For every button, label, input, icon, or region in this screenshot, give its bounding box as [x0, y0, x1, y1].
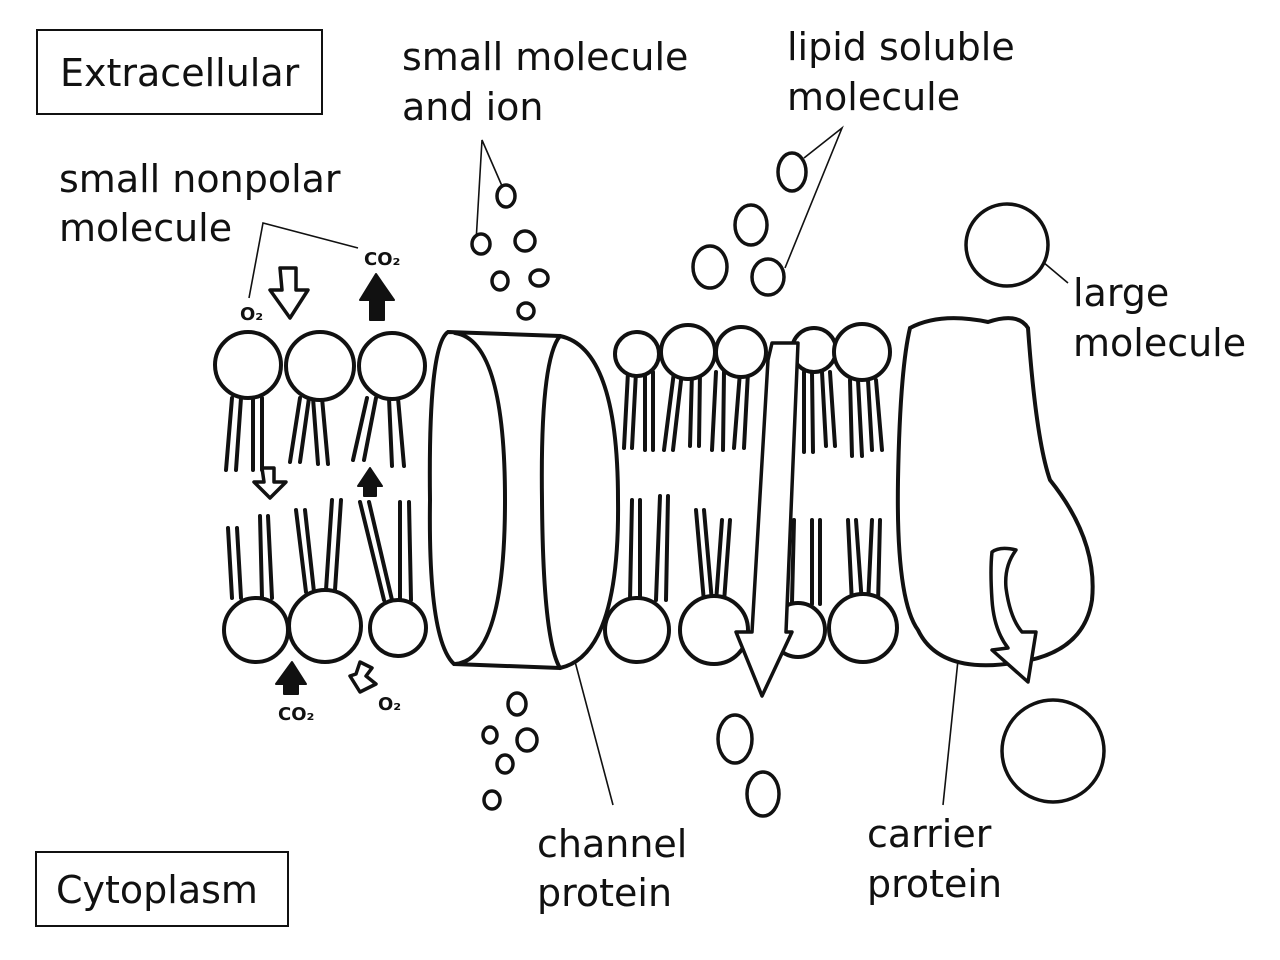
middle-lipid-heads	[603, 322, 899, 666]
co2-arrow-bottom	[275, 661, 307, 695]
o2-arrow-top	[268, 266, 310, 320]
small-molecule-label-line1: small molecule	[402, 35, 688, 79]
channel-protein	[427, 329, 621, 671]
small-molecules-below	[481, 691, 539, 811]
carrier-protein-label-line1: carrier	[867, 812, 992, 856]
o2-formula-top: O₂	[240, 304, 263, 325]
carrier-protein	[895, 316, 1095, 684]
co2-formula-top: CO₂	[364, 249, 400, 270]
middle-lipid-tails	[622, 370, 884, 606]
lipid-soluble-molecules-above	[691, 151, 808, 297]
lipid-soluble-pathway-arrow	[734, 341, 800, 698]
channel-protein-label-line1: channel	[537, 822, 687, 866]
left-lipid-heads	[213, 330, 428, 664]
small-nonpolar-label-line2: molecule	[59, 206, 232, 250]
lipid-soluble-label-line1: lipid soluble	[787, 25, 1015, 69]
o2-arrow-bottom	[348, 660, 378, 694]
co2-arrow-top	[359, 273, 395, 321]
extracellular-label: Extracellular	[60, 51, 300, 95]
large-molecule-inside	[1000, 698, 1106, 804]
o2-formula-bottom: O₂	[378, 694, 401, 715]
small-molecules-above	[470, 183, 550, 321]
left-lipid-tails	[224, 396, 413, 602]
co2-arrow-middle	[357, 467, 383, 497]
small-nonpolar-label-line1: small nonpolar	[59, 157, 341, 201]
channel-protein-label-line2: protein	[537, 871, 672, 915]
co2-formula-bottom: CO₂	[278, 704, 314, 725]
small-molecule-label-line2: and ion	[402, 85, 543, 129]
extracellular-box: Extracellular	[36, 29, 323, 115]
cytoplasm-label: Cytoplasm	[56, 868, 258, 912]
carrier-protein-label-line2: protein	[867, 862, 1002, 906]
lipid-soluble-molecules-below	[716, 713, 781, 818]
large-molecule-label-line2: molecule	[1073, 321, 1246, 365]
large-molecule-outside	[964, 202, 1050, 288]
o2-arrow-middle	[252, 466, 288, 500]
large-molecule-label-line1: large	[1073, 271, 1169, 315]
lipid-soluble-label-line2: molecule	[787, 75, 960, 119]
cytoplasm-box: Cytoplasm	[35, 851, 289, 927]
